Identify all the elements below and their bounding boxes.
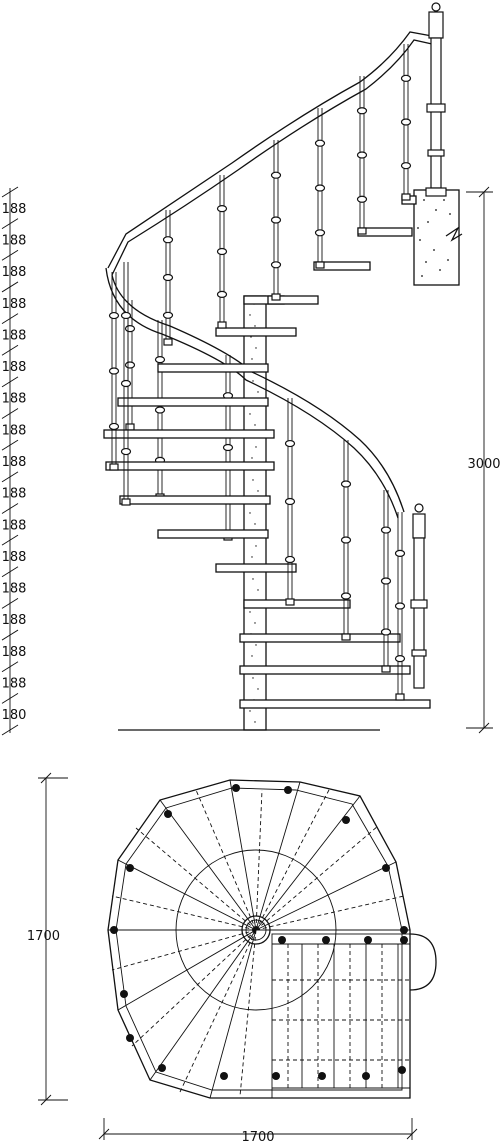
riser-label: 180 bbox=[2, 708, 27, 723]
riser-label: 188 bbox=[2, 613, 27, 628]
riser-label: 188 bbox=[2, 202, 27, 217]
riser-label: 188 bbox=[2, 550, 27, 565]
riser-label: 188 bbox=[2, 328, 27, 343]
total-height-dimension: 3000 bbox=[466, 186, 500, 734]
riser-label: 188 bbox=[2, 233, 27, 248]
central-column bbox=[243, 295, 267, 731]
plan-depth-label: 1700 bbox=[27, 929, 60, 944]
riser-label: 188 bbox=[2, 645, 27, 660]
treads bbox=[103, 195, 431, 709]
riser-label: 188 bbox=[2, 360, 27, 375]
plan-width-dimension: 1700 bbox=[98, 1118, 418, 1143]
total-height-label: 3000 bbox=[467, 457, 500, 472]
near-balusters bbox=[108, 44, 412, 701]
bottom-newel-post bbox=[410, 503, 428, 689]
riser-label: 188 bbox=[2, 423, 27, 438]
riser-label: 188 bbox=[2, 518, 27, 533]
plan-view: 1700 1700 bbox=[27, 772, 437, 1143]
riser-label: 188 bbox=[2, 392, 27, 407]
riser-label: 188 bbox=[2, 265, 27, 280]
riser-label: 188 bbox=[2, 487, 27, 502]
elevation-view: 188 188 188 188 188 188 188 188 188 188 188 188 188 1… bbox=[2, 2, 500, 736]
plan-width-label: 1700 bbox=[241, 1130, 274, 1143]
upper-slab bbox=[413, 189, 463, 286]
top-newel-post bbox=[425, 2, 447, 197]
riser-dimension-chain: 188 188 188 188 188 188 188 188 188 188 188 188 188 1… bbox=[2, 186, 27, 736]
riser-label: 188 bbox=[2, 582, 27, 597]
handrails bbox=[105, 31, 433, 519]
riser-label: 188 bbox=[2, 455, 27, 470]
riser-label: 188 bbox=[2, 677, 27, 692]
plan-depth-dimension: 1700 bbox=[27, 772, 68, 1106]
riser-label: 188 bbox=[2, 297, 27, 312]
